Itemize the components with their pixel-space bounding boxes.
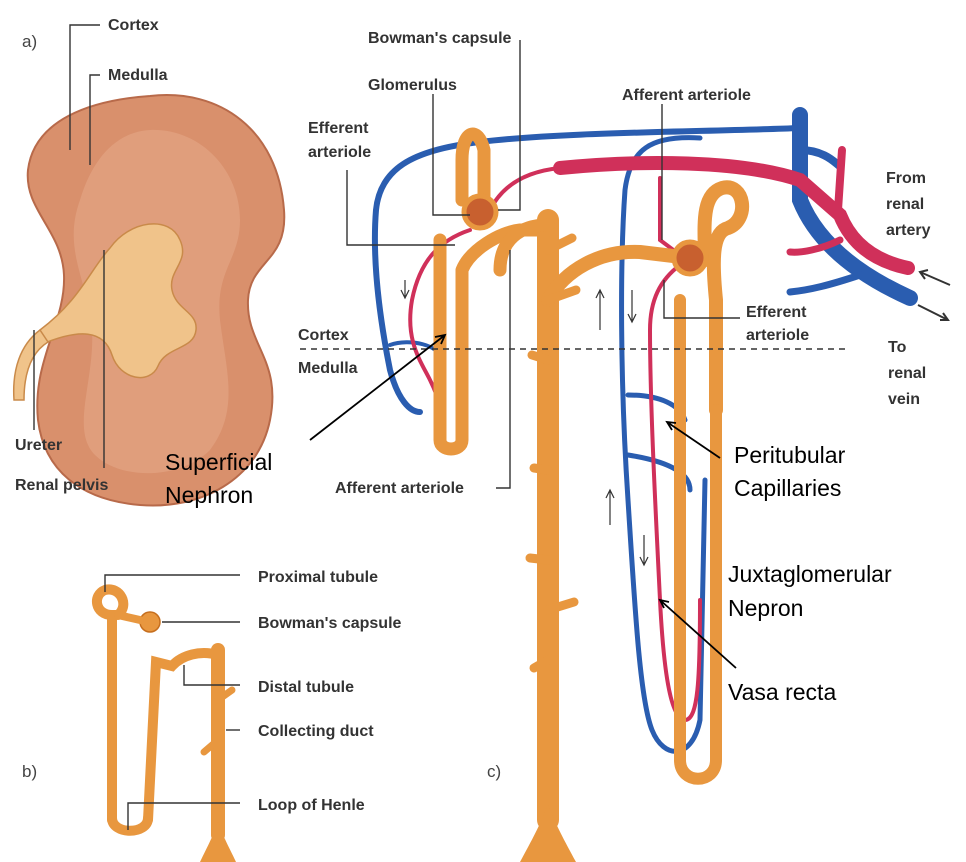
glomerulus-superficial	[461, 193, 499, 231]
efferent-right-leader	[663, 280, 740, 319]
efferent-left-label-2: arteriole	[308, 144, 371, 161]
superficial-vein	[371, 125, 803, 415]
efferent-left-leader	[346, 170, 455, 246]
superficial-nephron-pointer	[309, 333, 447, 441]
distal-tubule-label: Distal tubule	[258, 679, 354, 696]
afferent-arteriole-superficial	[488, 166, 562, 212]
afferent-bottom-leader	[496, 250, 511, 489]
glomerulus-leader	[432, 94, 470, 216]
flow-arrow-up-2	[605, 488, 615, 525]
duct-branch-7	[543, 285, 581, 305]
glomeruli	[461, 193, 709, 277]
artery-inflow-arrow	[918, 269, 951, 286]
duct-branch-3	[529, 463, 553, 475]
peritubular-label-1: Peritubular	[734, 442, 846, 468]
artery-branch-down	[786, 236, 844, 256]
main-renal-vein	[792, 107, 918, 306]
superficial-nephron-label-2: Nephron	[165, 482, 253, 508]
loop-of-henle-leader	[127, 802, 240, 830]
from-renal-artery-label-3: artery	[886, 222, 931, 239]
boundary-medulla-label: Medulla	[298, 360, 358, 377]
glomerulus-label: Glomerulus	[368, 77, 457, 94]
collecting-duct-b-label: Collecting duct	[258, 723, 374, 740]
kidney-cortex-label: Cortex	[108, 17, 159, 34]
vasa-recta-label: Vasa recta	[728, 679, 836, 705]
artery-branch-up	[834, 146, 846, 214]
proximal-tubule-label: Proximal tubule	[258, 569, 378, 586]
kidney-medulla-label: Medulla	[108, 67, 168, 84]
tubule-system	[433, 127, 750, 862]
distal-tubule-leader	[183, 665, 240, 686]
panel-a-label: a)	[22, 32, 37, 51]
distal-tubule-b	[143, 648, 223, 825]
boundary-cortex-label: Cortex	[298, 327, 349, 344]
capsule-connector-b	[114, 611, 144, 624]
renal-pelvis-label: Renal pelvis	[15, 477, 108, 494]
simple-nephron-illustration	[92, 584, 236, 862]
afferent-arteriole-juxta	[658, 176, 682, 257]
vein-outflow-arrow	[917, 304, 950, 321]
flow-arrows	[400, 280, 649, 567]
vasa-recta-pointer	[658, 598, 737, 669]
collecting-duct-branch-1	[214, 686, 236, 704]
vein-branch-bottom	[786, 271, 864, 296]
ureter-label: Ureter	[15, 437, 62, 454]
peritubular-pointer	[665, 420, 721, 459]
glomerulus-juxta	[671, 239, 709, 277]
superficial-distal-segment	[493, 218, 555, 277]
from-renal-artery-label-1: From	[886, 170, 926, 187]
panel-b-label: b)	[22, 762, 37, 781]
cortex-leader	[69, 24, 100, 150]
loop-of-henle-b	[107, 813, 153, 836]
to-renal-vein-label-1: To	[888, 339, 907, 356]
superficial-nephron-label-1: Superficial	[165, 449, 272, 475]
juxta-vein-loop	[619, 135, 708, 754]
medulla-leader	[89, 74, 100, 165]
efferent-left-label-1: Efferent	[308, 120, 369, 137]
duct-branch-5	[543, 597, 579, 615]
juxta-proximal-coil	[697, 180, 750, 417]
efferent-right-label-1: Efferent	[746, 304, 807, 321]
ureter	[12, 328, 50, 401]
proximal-tubule-leader	[104, 574, 240, 592]
afferent-bottom-label: Afferent arteriole	[335, 480, 464, 497]
kidney-illustration	[12, 94, 286, 507]
juxta-distal-tubule	[541, 244, 697, 307]
superficial-proximal-tubule	[455, 127, 491, 227]
flow-arrow-down-2	[627, 290, 637, 324]
arterial-vessels	[408, 146, 915, 723]
to-renal-vein-label-2: renal	[888, 365, 926, 382]
juxta-loop-of-henle	[674, 294, 722, 785]
peritubular-label-2: Capillaries	[734, 475, 841, 501]
bowmans-capsule-c-leader	[498, 40, 521, 211]
main-renal-artery	[553, 156, 915, 275]
efferent-right-label-2: arteriole	[746, 327, 809, 344]
flow-arrow-down-3	[400, 280, 410, 300]
loop-of-henle-label: Loop of Henle	[258, 797, 365, 814]
bowmans-capsule-b-label: Bowman's capsule	[258, 615, 402, 632]
juxtaglomerular-label-2: Nepron	[728, 595, 803, 621]
flow-arrow-down-1	[639, 535, 649, 567]
duct-branch-6	[529, 655, 553, 673]
juxtaglomerular-label-1: Juxtaglomerular	[728, 561, 892, 587]
collecting-duct-branch-2	[200, 736, 222, 756]
panel-c-label: c)	[487, 762, 501, 781]
renal-pelvis-shape	[39, 223, 197, 379]
proximal-tubule-b	[92, 584, 129, 825]
flow-arrow-up-1	[595, 288, 605, 330]
bowmans-capsule-c-label: Bowman's capsule	[368, 30, 512, 47]
to-renal-vein-label-3: vein	[888, 391, 920, 408]
collecting-duct-flare	[520, 805, 576, 862]
superficial-loop-of-henle	[433, 223, 555, 456]
duct-branch-1	[543, 233, 577, 255]
duct-branch-2	[527, 350, 553, 365]
duct-branch-4	[525, 553, 553, 565]
venous-vessels	[371, 107, 918, 754]
afferent-top-label: Afferent arteriole	[622, 87, 751, 104]
duct-flare-b	[200, 820, 236, 862]
from-renal-artery-label-2: renal	[886, 196, 924, 213]
